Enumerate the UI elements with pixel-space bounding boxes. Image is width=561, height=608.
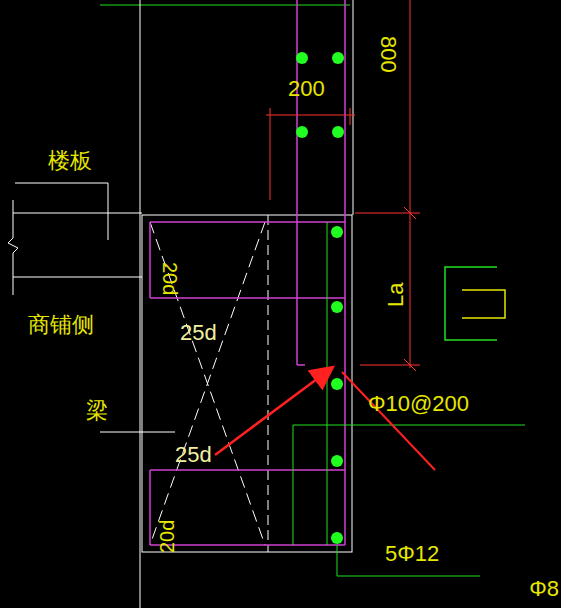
drawing-label: Φ10@200 <box>368 393 469 415</box>
drawing-label: La <box>385 283 407 307</box>
drawing-label: 25d <box>175 444 212 466</box>
drawing-label: Φ8 <box>529 578 559 600</box>
drawing-label: 5Φ12 <box>385 543 439 565</box>
drawing-label: 800 <box>377 36 399 73</box>
drawing-label: 梁 <box>86 400 108 422</box>
drawing-label: 楼板 <box>48 150 92 172</box>
drawing-label: 20d <box>160 262 180 295</box>
drawing-label: 25d <box>180 322 217 344</box>
drawing-label: 200 <box>288 78 325 100</box>
drawing-label: 20d <box>157 520 177 553</box>
drawing-label: 商铺侧 <box>28 314 94 336</box>
